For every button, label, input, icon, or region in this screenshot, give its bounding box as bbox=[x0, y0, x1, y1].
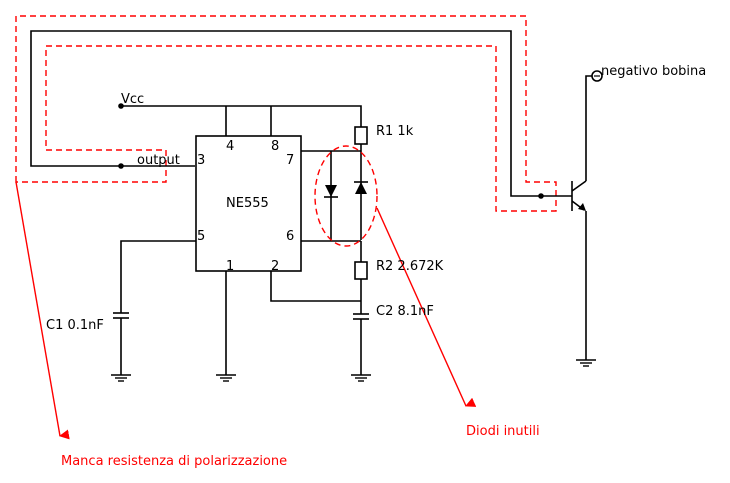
ne555-ic bbox=[195, 135, 302, 272]
arrow-bias-resistor bbox=[15, 181, 70, 440]
ground-pin1 bbox=[216, 374, 236, 382]
note-bias-resistor: Manca resistenza di polarizzazione bbox=[61, 454, 287, 469]
diode-left bbox=[325, 185, 337, 197]
arrow-diodes bbox=[376, 207, 477, 407]
ic-name: NE555 bbox=[226, 196, 269, 211]
pin-6: 6 bbox=[286, 229, 294, 244]
pin2-wire bbox=[270, 271, 361, 302]
npn-transistor bbox=[571, 180, 587, 211]
label-r1: R1 1k bbox=[376, 124, 414, 139]
ground-c1 bbox=[111, 374, 131, 382]
label-coil: negativo bobina bbox=[601, 64, 706, 79]
resistor-r2 bbox=[354, 261, 368, 280]
label-vcc: Vcc bbox=[121, 92, 144, 107]
pin-1: 1 bbox=[226, 259, 234, 274]
pin-4: 4 bbox=[226, 139, 234, 154]
pin-8: 8 bbox=[271, 139, 279, 154]
note-diodes: Diodi inutili bbox=[466, 424, 540, 439]
pin-2: 2 bbox=[271, 259, 279, 274]
label-c1: C1 0.1nF bbox=[46, 318, 104, 333]
diode-right bbox=[355, 182, 367, 194]
annotation-diode-ellipse bbox=[314, 145, 378, 247]
label-output: output bbox=[137, 153, 180, 168]
pin-3: 3 bbox=[197, 153, 205, 168]
pin5-wire bbox=[120, 240, 196, 313]
pin-7: 7 bbox=[286, 153, 294, 168]
label-r2: R2 2.672K bbox=[376, 259, 444, 274]
annotation-outer-loop bbox=[15, 15, 557, 212]
coil-terminal bbox=[591, 70, 603, 82]
label-c2: C2 8.1nF bbox=[376, 304, 434, 319]
resistor-r1 bbox=[354, 126, 368, 145]
pin-5: 5 bbox=[197, 229, 205, 244]
junction-dot-output bbox=[118, 163, 124, 169]
ground-emitter bbox=[576, 359, 596, 367]
vcc-wire bbox=[121, 105, 362, 127]
ground-c2 bbox=[351, 374, 371, 382]
junction-dot-base bbox=[538, 193, 544, 199]
collector-wire bbox=[585, 75, 592, 181]
output-feedback-wire bbox=[30, 30, 572, 197]
